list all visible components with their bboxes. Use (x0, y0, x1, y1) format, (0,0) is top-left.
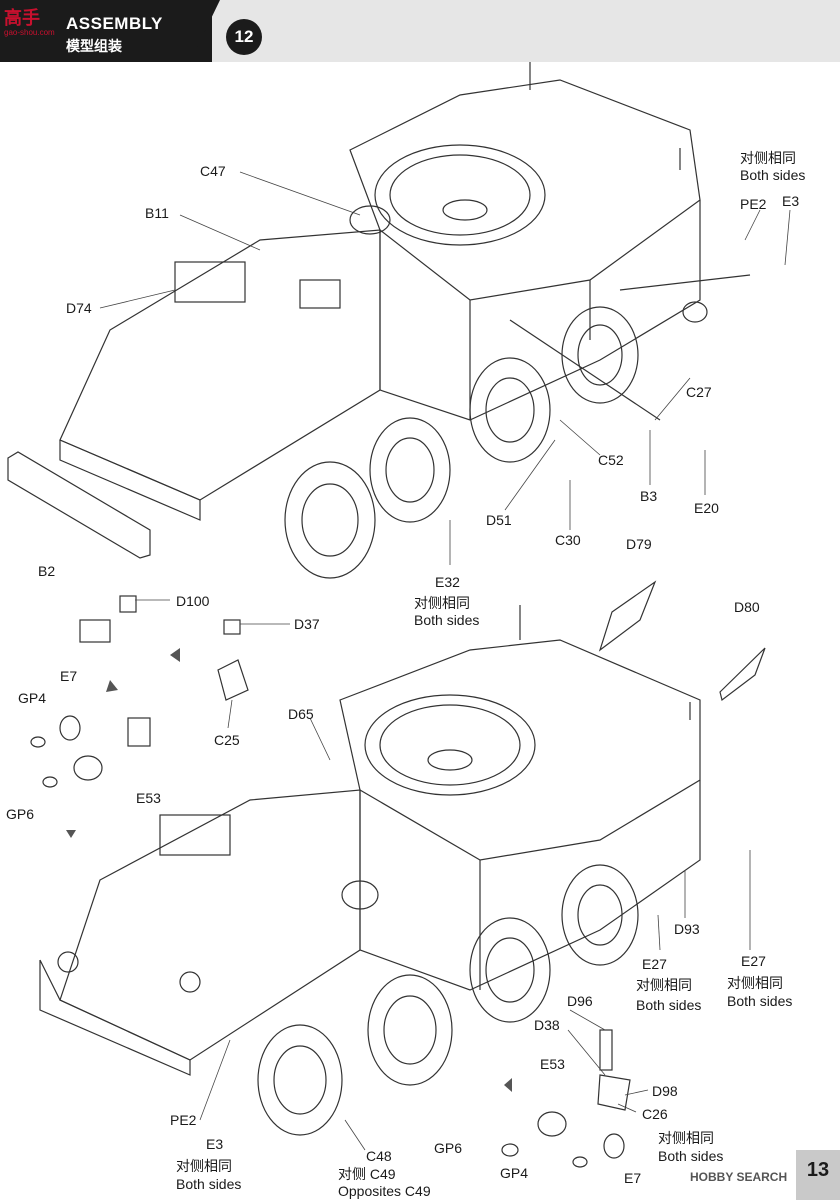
label-e32: E32 (435, 574, 460, 590)
section-title-en: ASSEMBLY (66, 14, 163, 33)
label-b11: B11 (145, 205, 169, 221)
label-c49-cn: 对侧 C49 (338, 1166, 396, 1182)
label-gp6-sub: GP6 (6, 806, 35, 822)
label-e27-b: E27 (741, 953, 766, 969)
label-e53-sub: E53 (136, 790, 161, 806)
label-gp6-bottom: GP6 (434, 1140, 463, 1156)
label-same-side-cn-6: 对侧相同 (176, 1158, 232, 1174)
label-d100: D100 (176, 593, 210, 609)
label-both-sides-1: Both sides (740, 167, 806, 183)
label-c27: C27 (686, 384, 712, 400)
label-b2: B2 (38, 563, 56, 579)
bottom-vehicle-drawing (39, 580, 766, 1168)
label-c47: C47 (200, 163, 226, 179)
step-number-badge: 12 (226, 19, 262, 55)
label-c49-en: Opposites C49 (338, 1183, 431, 1199)
label-c52: C52 (598, 452, 624, 468)
label-same-side-cn-1: 对侧相同 (740, 150, 796, 166)
label-e7-sub: E7 (60, 668, 78, 684)
label-both-sides-5: Both sides (658, 1148, 724, 1164)
subassembly-parts-drawing (30, 595, 249, 838)
top-vehicle-drawing (7, 62, 751, 579)
label-e3: E3 (782, 193, 800, 209)
label-d98: D98 (652, 1083, 678, 1099)
header-wedge (190, 0, 220, 62)
label-d37: D37 (294, 616, 320, 632)
label-same-side-cn-2: 对侧相同 (414, 595, 470, 611)
label-d93: D93 (674, 921, 700, 937)
section-title-cn: 模型组装 (66, 38, 122, 54)
site-logo-sub: gao-shou.com (4, 28, 55, 37)
label-c26: C26 (642, 1106, 668, 1122)
label-c30: C30 (555, 532, 581, 548)
label-d38: D38 (534, 1017, 560, 1033)
label-gp4-bottom: GP4 (500, 1165, 529, 1181)
label-e27-a: E27 (642, 956, 667, 972)
label-d65: D65 (288, 706, 314, 722)
label-both-sides-6: Both sides (176, 1176, 242, 1192)
label-b3: B3 (640, 488, 658, 504)
label-c48: C48 (366, 1148, 392, 1164)
label-same-side-cn-5: 对侧相同 (658, 1130, 714, 1146)
hobby-search-watermark: HOBBY SEARCH (690, 1170, 788, 1184)
label-e7-bottom: E7 (624, 1170, 642, 1186)
label-both-sides-2: Both sides (414, 612, 480, 628)
label-same-side-cn-4: 对侧相同 (727, 975, 783, 991)
label-e20: E20 (694, 500, 719, 516)
label-gp4-sub: GP4 (18, 690, 47, 706)
label-both-sides-3: Both sides (636, 997, 702, 1013)
label-e3-bottom: E3 (206, 1136, 224, 1152)
page-number: 13 (796, 1150, 840, 1200)
header-dark-band (0, 0, 212, 62)
label-e53-bottom: E53 (540, 1056, 565, 1072)
label-d74: D74 (66, 300, 92, 316)
label-d96: D96 (567, 993, 593, 1009)
label-d80: D80 (734, 599, 760, 615)
label-same-side-cn-3: 对侧相同 (636, 977, 692, 993)
label-pe2-bottom: PE2 (170, 1112, 197, 1128)
label-both-sides-4: Both sides (727, 993, 793, 1009)
label-d51: D51 (486, 512, 512, 528)
label-c25: C25 (214, 732, 240, 748)
label-d79: D79 (626, 536, 652, 552)
instruction-header: 高手 gao-shou.com ASSEMBLY 模型组装 12 (0, 0, 840, 62)
header-light-band (212, 0, 840, 62)
label-pe2: PE2 (740, 196, 767, 212)
site-logo: 高手 (4, 8, 40, 28)
